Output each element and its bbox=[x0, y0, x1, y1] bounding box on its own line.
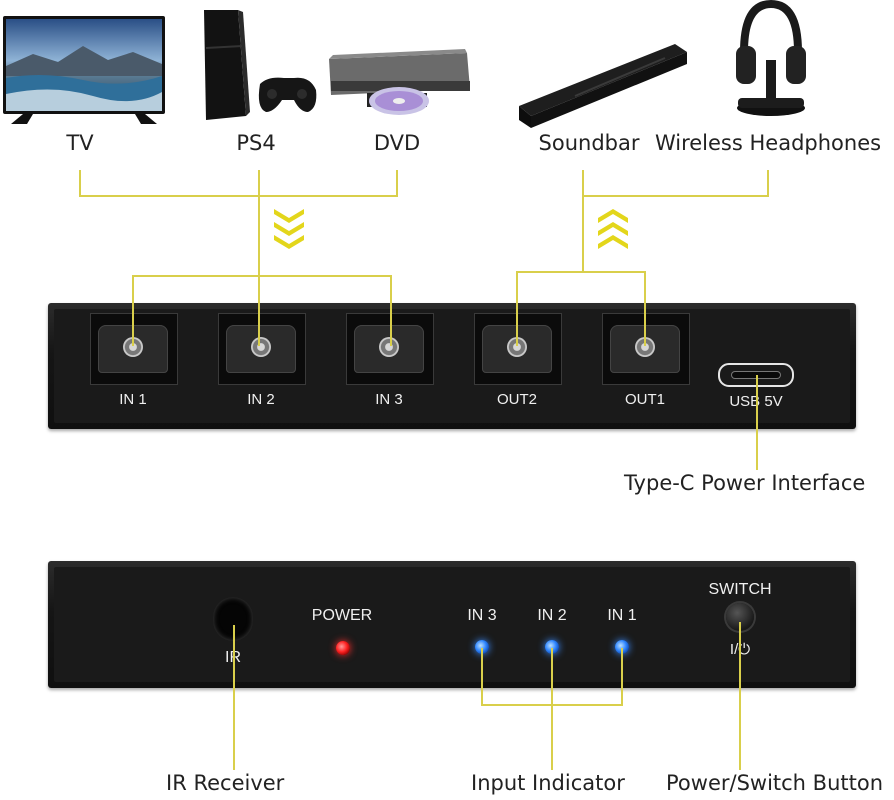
indicator-led-in3 bbox=[475, 640, 489, 654]
optical-connector-icon bbox=[635, 337, 655, 357]
port-out2[interactable] bbox=[474, 313, 562, 385]
power-led bbox=[336, 641, 350, 655]
indicator-led-in1 bbox=[615, 640, 629, 654]
ps4-label: PS4 bbox=[236, 131, 276, 155]
headphones-image bbox=[726, 0, 816, 120]
ir-receiver-callout: IR Receiver bbox=[166, 771, 285, 795]
up-arrows-icon bbox=[598, 209, 628, 249]
down-arrows-icon bbox=[274, 209, 304, 249]
soundbar-image bbox=[515, 40, 690, 130]
dvd-image bbox=[327, 45, 472, 123]
indicator-label-in3: IN 3 bbox=[467, 607, 497, 624]
tv-image bbox=[3, 16, 165, 128]
port-label-in3: IN 3 bbox=[375, 391, 403, 408]
indicator-label-in1: IN 1 bbox=[607, 607, 637, 624]
optical-connector-icon bbox=[507, 337, 527, 357]
front-panel-face bbox=[54, 567, 850, 682]
port-in3[interactable] bbox=[346, 313, 434, 385]
back-panel-face bbox=[54, 309, 850, 423]
port-in2[interactable] bbox=[218, 313, 306, 385]
indicator-led-in2 bbox=[545, 640, 559, 654]
optical-connector-icon bbox=[379, 337, 399, 357]
headphones-label: Wireless Headphones bbox=[654, 131, 882, 155]
back-panel: IN 1 IN 2 IN 3 OUT2 OUT1 USB 5V bbox=[48, 303, 856, 429]
input-indicator-callout: Input Indicator bbox=[471, 771, 625, 795]
optical-connector-icon bbox=[123, 337, 143, 357]
front-panel: IR POWER IN 3 IN 2 IN 1 SWITCH I/⏻ bbox=[48, 561, 856, 688]
indicator-label-in2: IN 2 bbox=[537, 607, 567, 624]
usb-callout: Type-C Power Interface bbox=[624, 471, 866, 495]
port-label-out2: OUT2 bbox=[496, 391, 538, 408]
soundbar-label: Soundbar bbox=[538, 131, 640, 155]
tv-label: TV bbox=[66, 131, 94, 155]
switch-label: SWITCH bbox=[708, 581, 772, 598]
port-label-in2: IN 2 bbox=[247, 391, 275, 408]
ps4-image bbox=[198, 8, 318, 123]
optical-connector-icon bbox=[251, 337, 271, 357]
port-label-in1: IN 1 bbox=[119, 391, 147, 408]
power-switch-callout: Power/Switch Button bbox=[666, 771, 884, 795]
power-label: POWER bbox=[311, 607, 373, 624]
port-label-out1: OUT1 bbox=[624, 391, 666, 408]
dvd-label: DVD bbox=[373, 131, 421, 155]
